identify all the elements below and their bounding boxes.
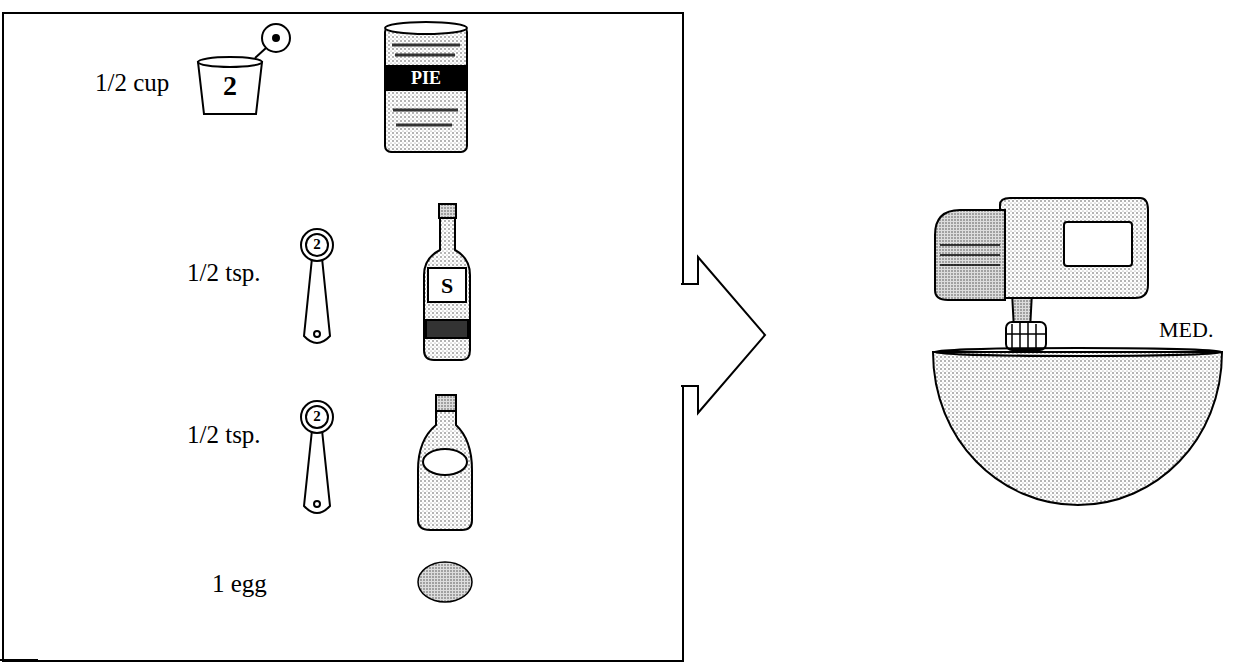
measuring-cup [198,24,290,114]
spoon-number: 2 [307,237,327,252]
bottle-label: S [430,275,464,297]
ingredient-amount: 1/2 tsp. [187,260,261,285]
can-label: PIE [398,69,454,87]
measuring-spoon [301,229,333,343]
hand-mixer [933,198,1222,505]
ingredient-amount: 1/2 cup [95,70,169,95]
speed-setting: MED. [1159,319,1213,341]
measuring-spoon [301,401,333,513]
ingredients-box: 1/2 cup 1/2 tsp. 1/2 tsp. 1 egg [2,12,684,662]
ingredient-amount: 1/2 tsp. [187,422,261,447]
spoon-number: 2 [307,409,327,424]
ingredient-amount: 1 egg [212,571,267,596]
mixer-step: MED. [765,195,1230,515]
pie-filling-can [385,22,467,152]
lemon-juice-bottle [418,395,472,530]
vanilla-bottle [424,204,470,360]
block-arrow [681,257,765,413]
egg [418,562,472,602]
cup-number: 2 [216,72,244,100]
